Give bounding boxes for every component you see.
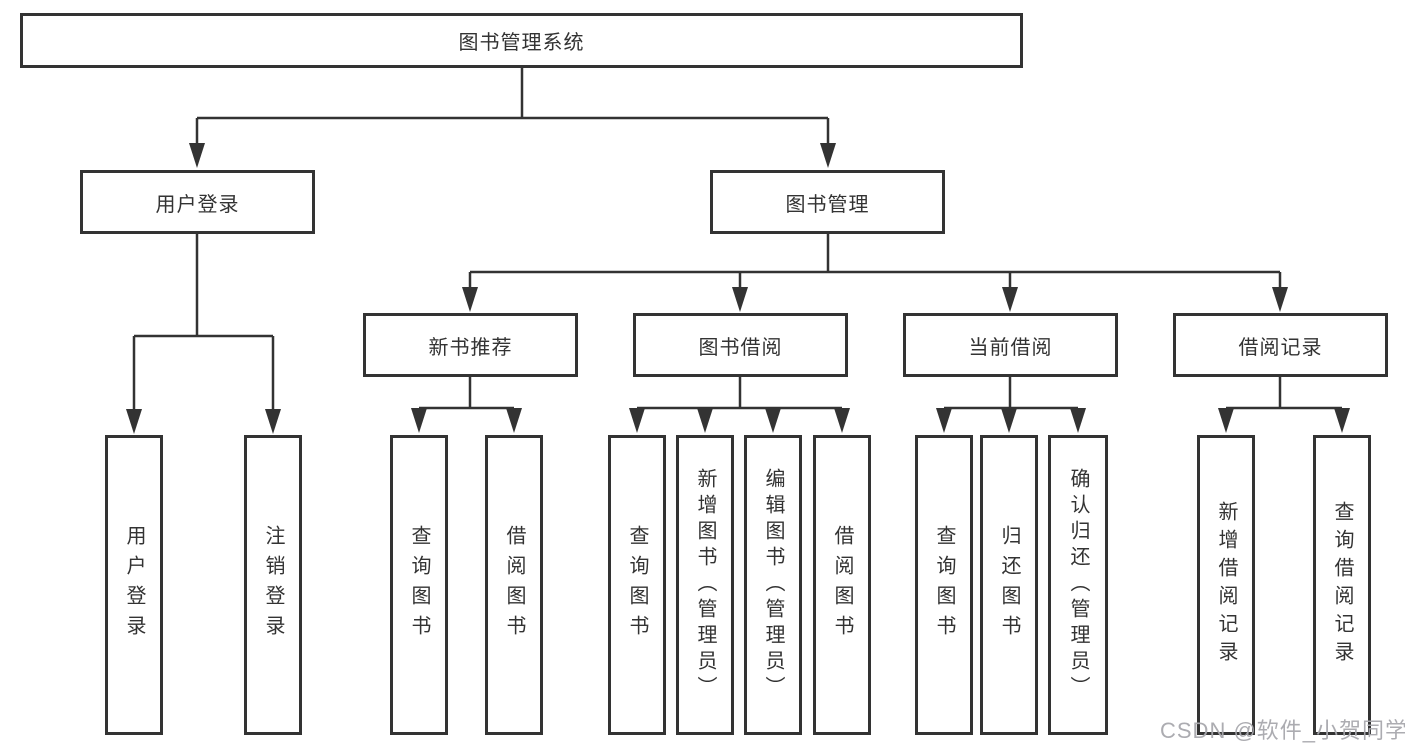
csdn-watermark: CSDN @软件_小贺同学 [1160,713,1405,745]
leaf-recommend-borrow-books: 借阅图书 [485,435,543,735]
leaf-records-add-record-label: 新增借阅记录 [1215,501,1237,669]
node-root-label: 图书管理系统 [458,32,585,54]
leaf-user-login: 用户登录 [105,435,163,735]
node-current-borrow: 当前借阅 [903,313,1118,377]
leaf-logout: 注销登录 [244,435,302,735]
leaf-borrow-edit-books: 编辑图书（管理员） [744,435,802,735]
leaf-records-query-record: 查询借阅记录 [1313,435,1371,735]
leaf-recommend-query-books: 查询图书 [390,435,448,735]
leaf-borrow-add-books: 新增图书（管理员） [676,435,734,735]
leaf-current-query-books-label: 查询图书 [933,525,955,645]
node-book-management-label: 图书管理 [785,193,870,216]
node-book-borrow: 图书借阅 [633,313,848,377]
node-root: 图书管理系统 [20,13,1023,68]
leaf-records-add-record: 新增借阅记录 [1197,435,1255,735]
node-new-book-recommend-label: 新书推荐 [428,336,513,359]
leaf-borrow-query-books-label: 查询图书 [626,525,648,645]
node-book-management: 图书管理 [710,170,945,234]
leaf-logout-label: 注销登录 [262,525,284,645]
node-current-borrow-label: 当前借阅 [968,336,1053,359]
leaf-current-return-books: 归还图书 [980,435,1038,735]
node-user-login-label: 用户登录 [155,193,240,216]
leaf-recommend-query-books-label: 查询图书 [408,525,430,645]
connector-stems [132,66,1342,410]
csdn-watermark-text: CSDN @软件_小贺同学 [1160,718,1405,743]
leaf-borrow-borrow-books: 借阅图书 [813,435,871,735]
node-new-book-recommend: 新书推荐 [363,313,578,377]
leaf-current-return-books-label: 归还图书 [998,525,1020,645]
leaf-current-query-books: 查询图书 [915,435,973,735]
leaf-current-confirm-return-label: 确认归还（管理员） [1067,468,1089,702]
leaf-recommend-borrow-books-label: 借阅图书 [503,525,525,645]
leaf-records-query-record-label: 查询借阅记录 [1331,501,1353,669]
leaf-borrow-add-books-label: 新增图书（管理员） [694,468,716,702]
leaf-borrow-borrow-books-label: 借阅图书 [831,525,853,645]
leaf-current-confirm-return: 确认归还（管理员） [1048,435,1108,735]
node-borrow-records-label: 借阅记录 [1238,336,1323,359]
node-borrow-records: 借阅记录 [1173,313,1388,377]
node-user-login: 用户登录 [80,170,315,234]
node-book-borrow-label: 图书借阅 [698,336,783,359]
leaf-borrow-edit-books-label: 编辑图书（管理员） [762,468,784,702]
leaf-user-login-label: 用户登录 [123,525,145,645]
leaf-borrow-query-books: 查询图书 [608,435,666,735]
arrowheads [126,143,1350,434]
